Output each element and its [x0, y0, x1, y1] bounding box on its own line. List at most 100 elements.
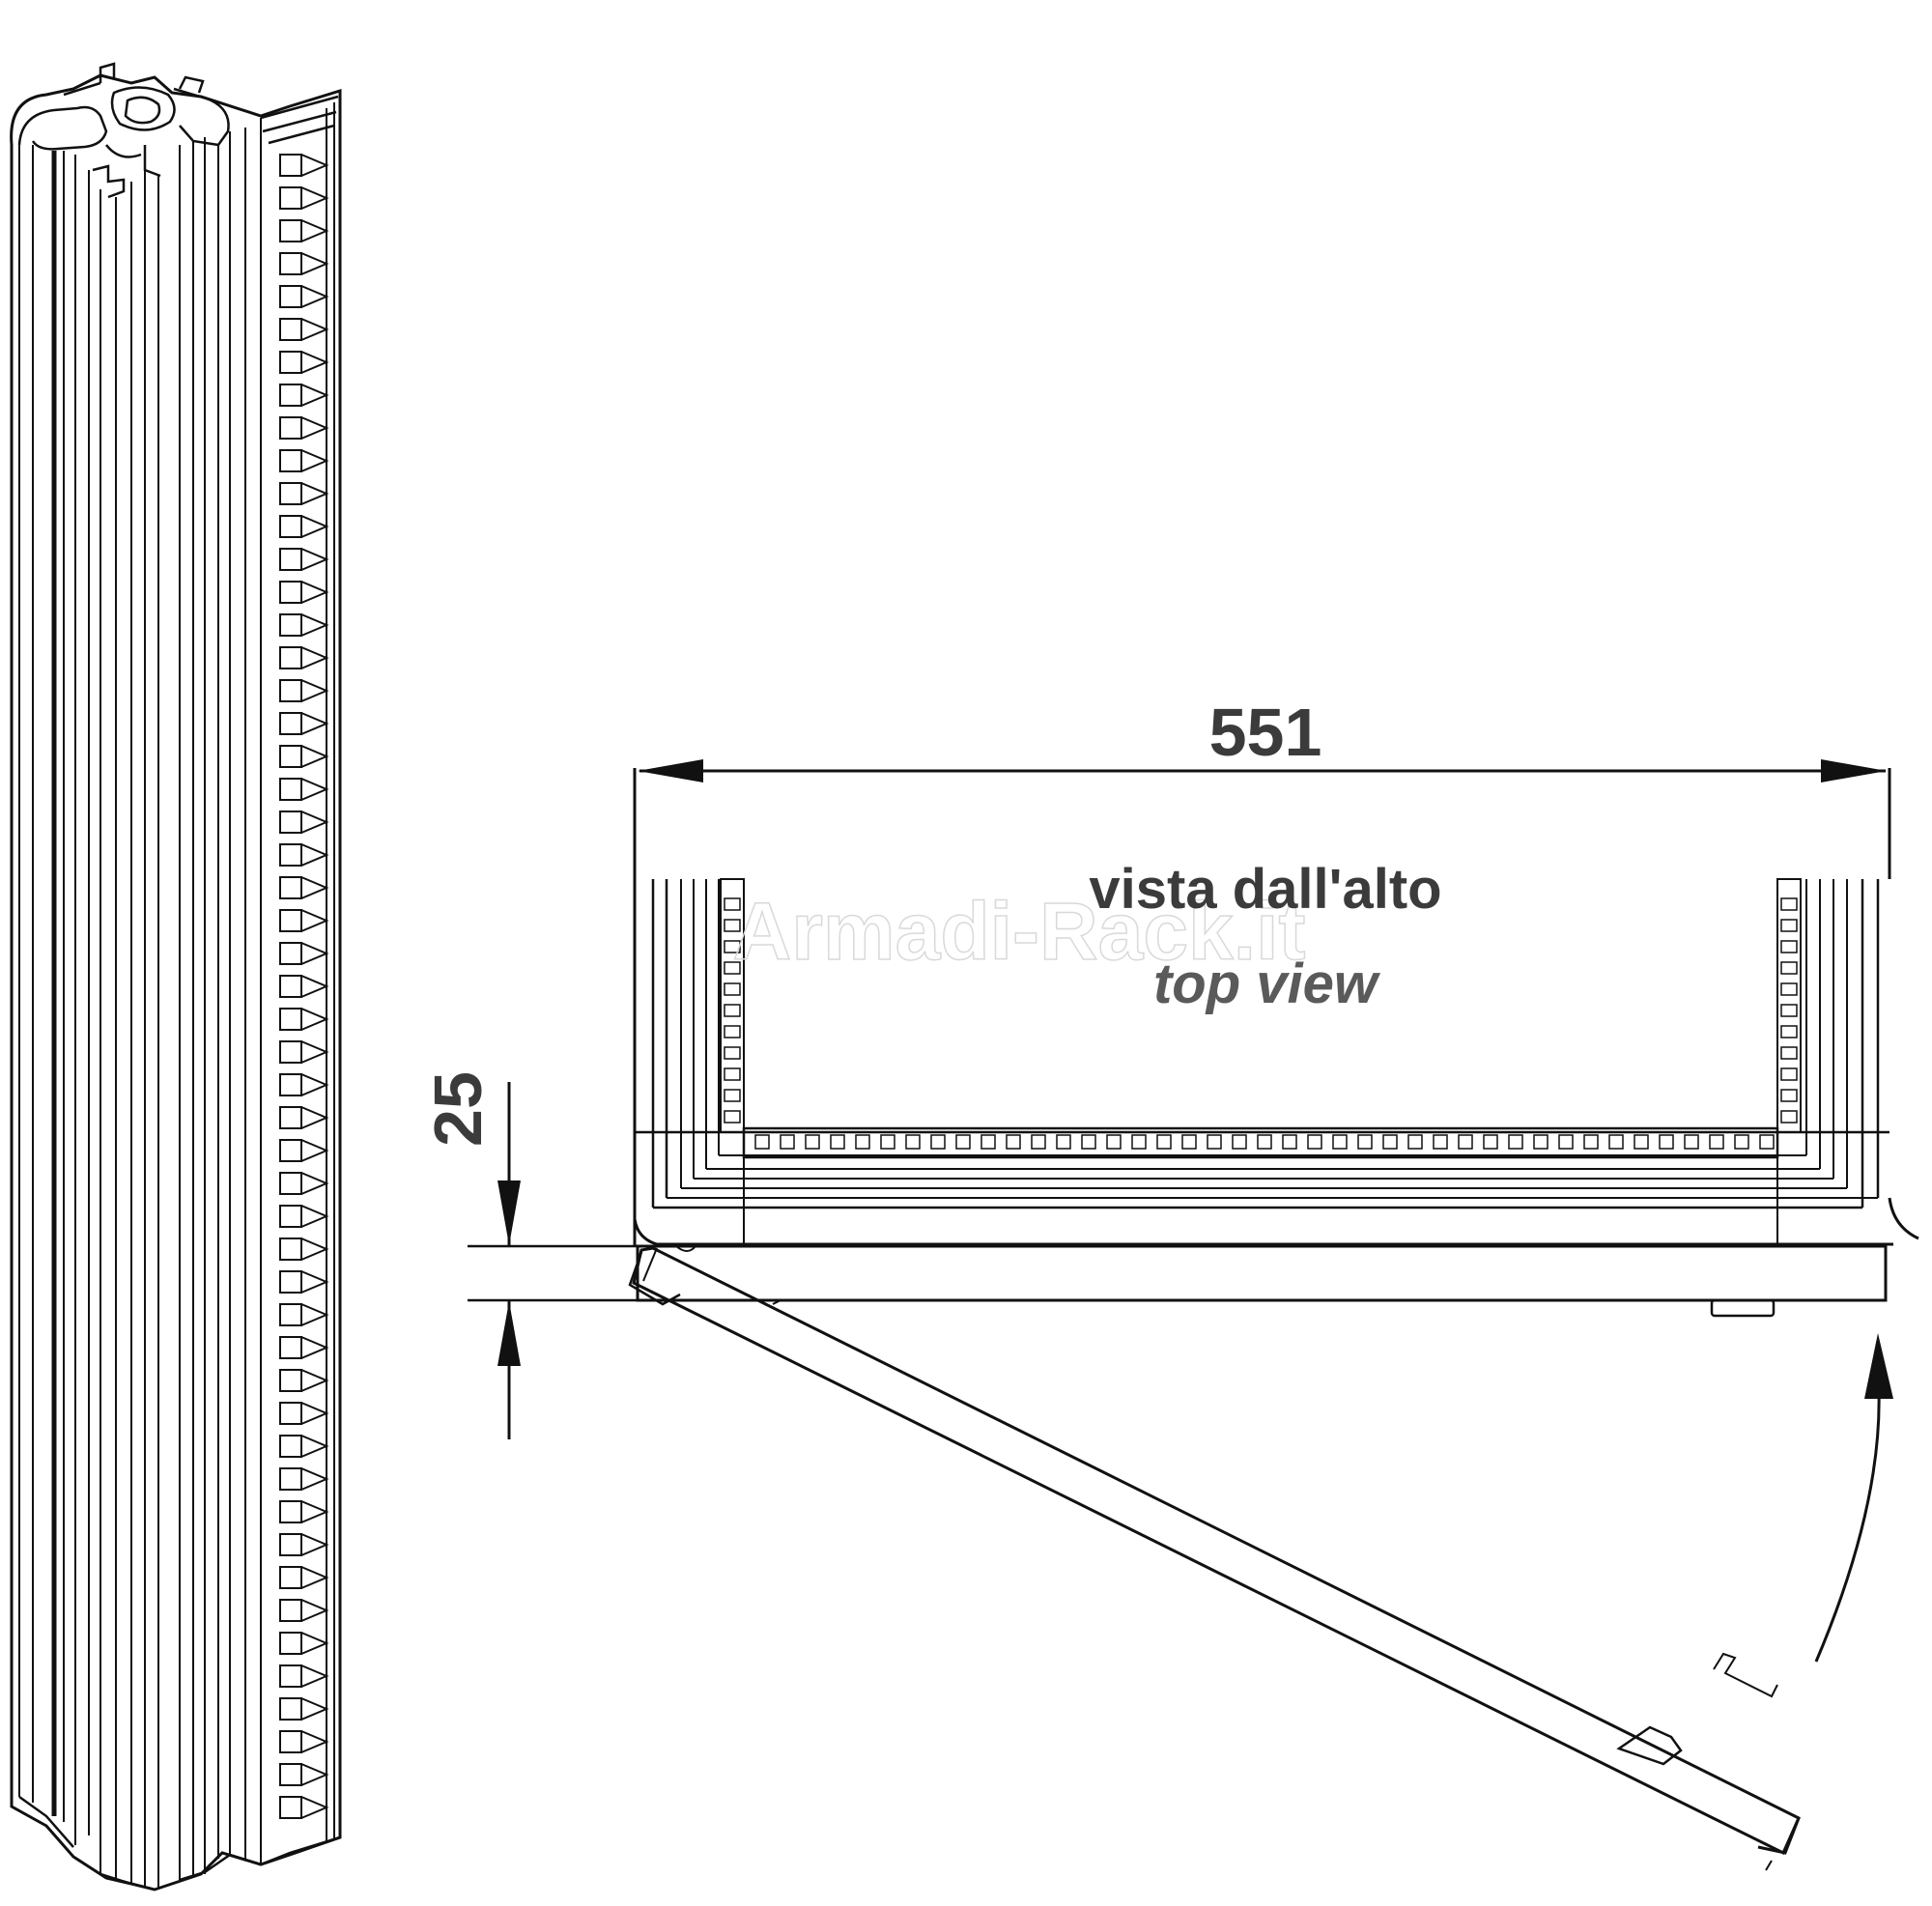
rack-hole-bevel: [300, 252, 329, 275]
rack-hole-bevel: [300, 1303, 329, 1326]
rail-slot: [1458, 1134, 1473, 1150]
rail-slot: [1207, 1134, 1222, 1150]
rack-hole: [279, 909, 302, 932]
rail-slot: [780, 1134, 795, 1150]
rack-hole-bevel: [300, 1139, 329, 1162]
rack-hole-bevel: [300, 843, 329, 867]
rack-hole-bevel: [300, 811, 329, 834]
rack-hole: [279, 1730, 302, 1753]
rack-hole: [279, 745, 302, 768]
rack-hole-bevel: [300, 712, 329, 735]
door-open-position: [628, 1246, 1801, 1871]
rack-hole-bevel: [300, 548, 329, 571]
rack-hole-bevel: [300, 285, 329, 308]
top-view-drawing: 551: [420, 695, 1919, 1871]
rack-hole: [279, 154, 302, 177]
rail-slot: [1407, 1134, 1423, 1150]
rack-hole: [279, 975, 302, 998]
rail-slot: [1684, 1134, 1699, 1150]
rail-slot: [1780, 982, 1798, 996]
rack-hole: [279, 1467, 302, 1491]
rack-hole-bevel: [300, 1106, 329, 1129]
rack-hole-bevel: [300, 646, 329, 669]
arrowhead-right: [1821, 759, 1887, 782]
rack-hole: [279, 1336, 302, 1359]
rail-slot: [724, 1110, 741, 1124]
rack-hole: [279, 1533, 302, 1556]
rack-hole-bevel: [300, 154, 329, 177]
rack-hole-bevel: [300, 679, 329, 702]
rack-hole-bevel: [300, 186, 329, 210]
rail-slot: [1156, 1134, 1172, 1150]
rail-slot: [724, 961, 741, 975]
offset-dimension-label: 25: [420, 1071, 496, 1147]
rail-slot: [830, 1134, 845, 1150]
rail-slot: [724, 1025, 741, 1038]
rack-hole: [279, 646, 302, 669]
rack-hole-bevel: [300, 581, 329, 604]
rack-hole: [279, 712, 302, 735]
rack-hole: [279, 416, 302, 440]
rail-slot: [805, 1134, 820, 1150]
rack-hole-bevel: [300, 1172, 329, 1195]
rack-hole-bevel: [300, 1040, 329, 1064]
rail-slot: [1780, 919, 1798, 932]
rail-slot: [1780, 1089, 1798, 1102]
rack-hole: [279, 876, 302, 899]
rack-hole-bevel: [300, 1467, 329, 1491]
rack-hole: [279, 1106, 302, 1129]
swing-arrowhead: [1864, 1333, 1893, 1399]
rack-hole: [279, 1763, 302, 1786]
rail-slot: [1282, 1134, 1297, 1150]
rack-hole-bevel: [300, 778, 329, 801]
rack-hole: [279, 285, 302, 308]
rack-hole-bevel: [300, 482, 329, 505]
rack-hole-bevel: [300, 515, 329, 538]
rail-slot: [1382, 1134, 1398, 1150]
rail-slot: [1257, 1134, 1272, 1150]
rail-slot: [724, 919, 741, 932]
rack-hole: [279, 1500, 302, 1523]
cabinet-top-view: [633, 878, 1919, 1318]
rail-slot: [1131, 1134, 1147, 1150]
rail-slots-bottom: [754, 1134, 1775, 1150]
rack-hole-bevel: [300, 318, 329, 341]
rail-slot: [930, 1134, 946, 1150]
rail-slot: [955, 1134, 971, 1150]
rack-hole: [279, 811, 302, 834]
rail-slot: [1307, 1134, 1322, 1150]
rack-hole: [279, 1205, 302, 1228]
rack-hole-bevel: [300, 449, 329, 472]
rack-hole: [279, 1435, 302, 1458]
rail-slot: [1608, 1134, 1624, 1150]
rail-slot: [1780, 961, 1798, 975]
rack-hole: [279, 384, 302, 407]
offset-dimension: 25: [420, 1071, 750, 1439]
rail-slot: [1433, 1134, 1448, 1150]
rack-hole-bevel: [300, 1599, 329, 1622]
rack-hole: [279, 548, 302, 571]
rack-hole-bevel: [300, 1632, 329, 1655]
rail-slot: [724, 1089, 741, 1102]
rail-slot: [1332, 1134, 1348, 1150]
rack-hole-bevel: [300, 975, 329, 998]
rack-hole-bevel: [300, 1205, 329, 1228]
rack-hole: [279, 482, 302, 505]
rack-hole-bevel: [300, 1730, 329, 1753]
rail-slot: [1508, 1134, 1523, 1150]
rack-hole: [279, 318, 302, 341]
rack-hole: [279, 1402, 302, 1425]
rail-slot: [1558, 1134, 1574, 1150]
rack-hole: [279, 1303, 302, 1326]
rail-slot: [1780, 940, 1798, 953]
rack-hole-bevel: [300, 1697, 329, 1721]
rack-hole: [279, 1566, 302, 1589]
rack-hole: [279, 679, 302, 702]
rack-hole-bevel: [300, 1435, 329, 1458]
rail-slot: [1780, 1067, 1798, 1081]
rail-slot: [724, 1067, 741, 1081]
rack-hole-bevel: [300, 416, 329, 440]
rail-slot: [1006, 1134, 1021, 1150]
